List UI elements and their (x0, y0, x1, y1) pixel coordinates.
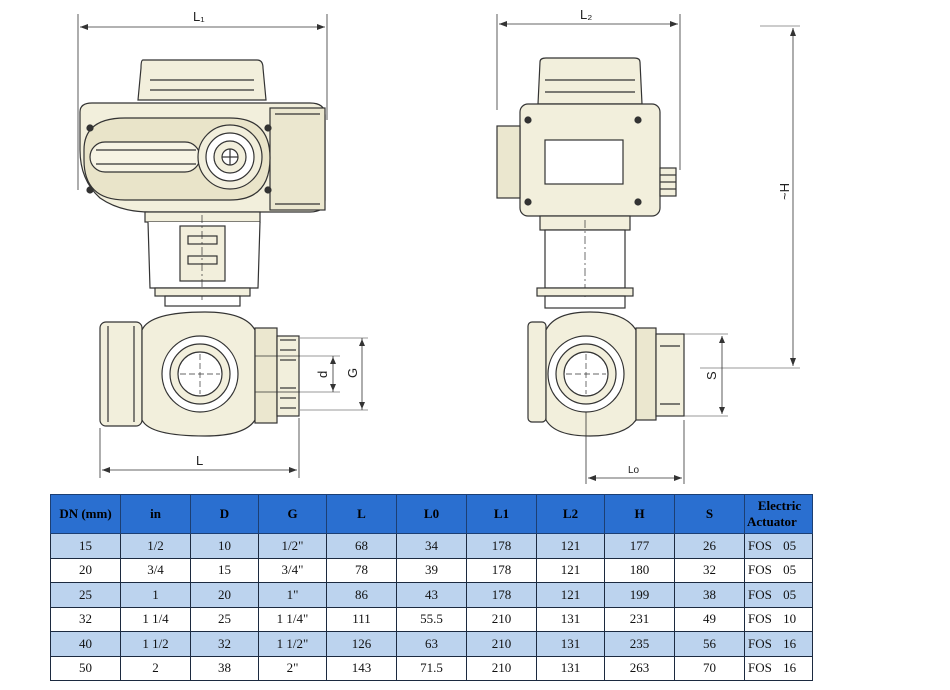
table-cell: 1/2" (258, 533, 327, 559)
table-cell: 178 (466, 582, 537, 608)
table-cell: 121 (536, 582, 605, 608)
table-cell: 210 (466, 606, 537, 632)
dim-label-l2: L₂ (580, 7, 592, 22)
table-cell: FOS 05 (744, 557, 813, 583)
table-cell: 263 (604, 655, 675, 681)
header-cell: L1 (466, 494, 537, 534)
table-cell: 63 (396, 631, 467, 657)
table-cell: 180 (604, 557, 675, 583)
dim-label-l: L (196, 453, 203, 468)
table-cell: FOS 10 (744, 606, 813, 632)
table-cell: 1 (120, 582, 191, 608)
table-cell: 15 (50, 533, 121, 559)
table-cell: 34 (396, 533, 467, 559)
table-cell: 86 (326, 582, 397, 608)
header-cell: in (120, 494, 191, 534)
table-cell: 32 (190, 631, 259, 657)
table-cell: 1 1/2 (120, 631, 191, 657)
table-cell: 56 (674, 631, 745, 657)
table-cell: 78 (326, 557, 397, 583)
table-cell: 2 (120, 655, 191, 681)
table-cell: 55.5 (396, 606, 467, 632)
table-cell: 131 (536, 655, 605, 681)
table-cell: 3/4 (120, 557, 191, 583)
dim-label-g: G (345, 368, 360, 378)
table-cell: FOS 05 (744, 533, 813, 559)
table-cell: 10 (190, 533, 259, 559)
spec-table: DN (mm) in D G L L0 L1 L2 H S Electric A… (50, 494, 813, 681)
table-cell: 178 (466, 533, 537, 559)
table-cell: 32 (674, 557, 745, 583)
header-cell: D (190, 494, 259, 534)
table-cell: 1" (258, 582, 327, 608)
table-cell: 20 (190, 582, 259, 608)
table-cell: 32 (50, 606, 121, 632)
table-cell: 178 (466, 557, 537, 583)
table-cell: 39 (396, 557, 467, 583)
table-cell: 49 (674, 606, 745, 632)
table-cell: 1/2 (120, 533, 191, 559)
table-cell: 111 (326, 606, 397, 632)
table-cell: 2" (258, 655, 327, 681)
table-cell: 126 (326, 631, 397, 657)
header-actuator-line2: Actuator (747, 514, 797, 529)
technical-drawing: L₁ L d G (77, 7, 800, 484)
dim-label-lo: Lo (628, 465, 640, 476)
table-cell: 3/4" (258, 557, 327, 583)
dim-label-s: S (704, 371, 719, 380)
table-cell: 131 (536, 606, 605, 632)
table-header-row: DN (mm) in D G L L0 L1 L2 H S Electric A… (50, 494, 813, 534)
table-cell: 121 (536, 533, 605, 559)
table-cell: 1 1/4" (258, 606, 327, 632)
side-view (496, 14, 800, 484)
header-cell: L0 (396, 494, 467, 534)
table-cell: 210 (466, 631, 537, 657)
table-cell: 177 (604, 533, 675, 559)
table-cell: 38 (190, 655, 259, 681)
table-cell: 199 (604, 582, 675, 608)
header-cell-actuator: Electric Actuator (744, 494, 813, 534)
table-cell: 26 (674, 533, 745, 559)
dim-label-l1: L₁ (193, 9, 205, 24)
header-cell: DN (mm) (50, 494, 121, 534)
table-cell: 131 (536, 631, 605, 657)
header-cell: L2 (536, 494, 605, 534)
table-cell: 121 (536, 557, 605, 583)
dim-label-h: ~H (777, 183, 792, 200)
table-cell: 68 (326, 533, 397, 559)
table-cell: 43 (396, 582, 467, 608)
table-cell: 1 1/2" (258, 631, 327, 657)
header-cell: L (326, 494, 397, 534)
table-cell: 1 1/4 (120, 606, 191, 632)
table-cell: 40 (50, 631, 121, 657)
table-cell: 38 (674, 582, 745, 608)
table-cell: 15 (190, 557, 259, 583)
header-cell: G (258, 494, 327, 534)
table-cell: FOS 16 (744, 655, 813, 681)
header-cell: S (674, 494, 745, 534)
front-view (77, 14, 368, 478)
table-cell: 143 (326, 655, 397, 681)
header-cell: H (604, 494, 675, 534)
table-cell: FOS 05 (744, 582, 813, 608)
table-cell: 71.5 (396, 655, 467, 681)
table-cell: 70 (674, 655, 745, 681)
table-cell: 50 (50, 655, 121, 681)
table-cell: 210 (466, 655, 537, 681)
header-actuator-line1: Electric (757, 498, 802, 513)
table-cell: FOS 16 (744, 631, 813, 657)
table-cell: 20 (50, 557, 121, 583)
table-cell: 25 (50, 582, 121, 608)
dim-label-d: d (315, 371, 330, 378)
table-cell: 235 (604, 631, 675, 657)
table-cell: 231 (604, 606, 675, 632)
table-cell: 25 (190, 606, 259, 632)
